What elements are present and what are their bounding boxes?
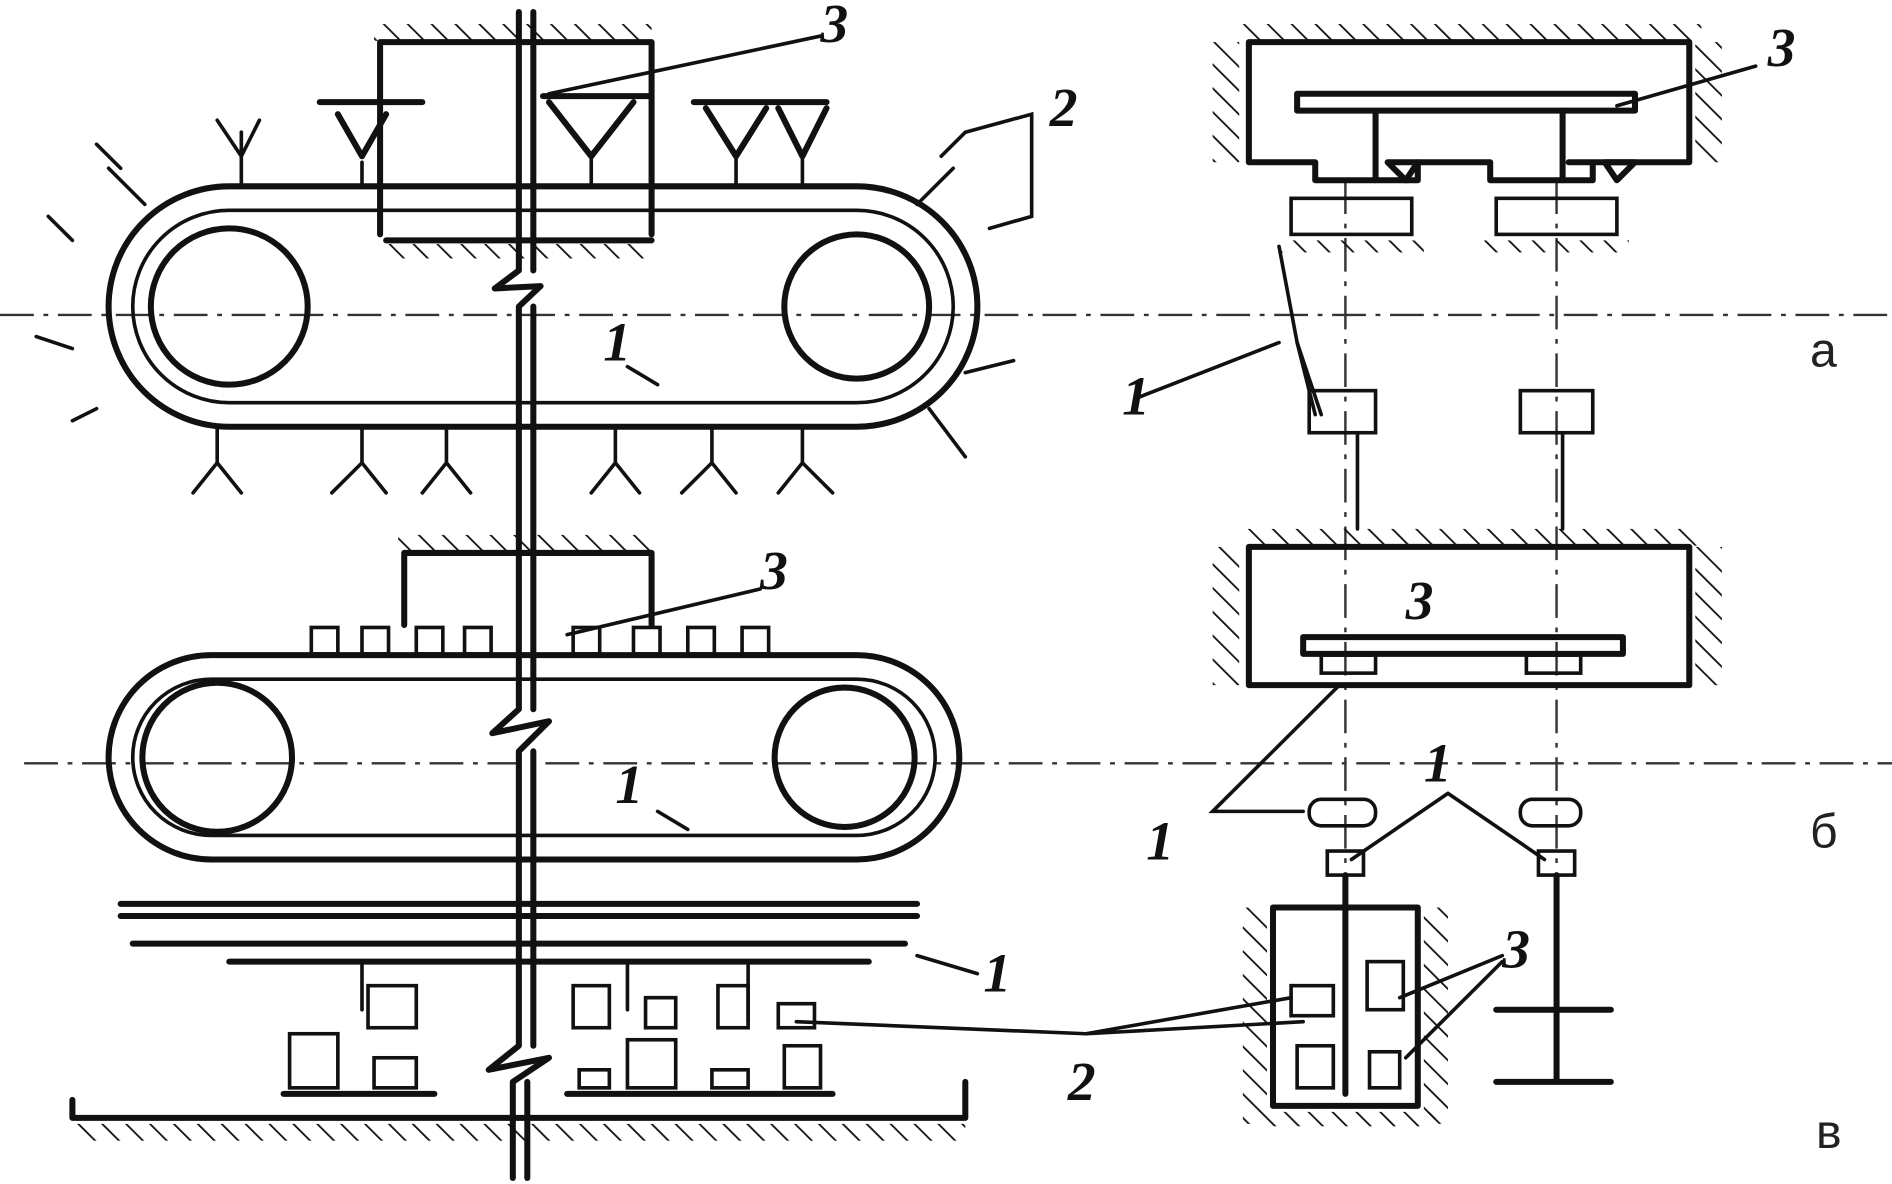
callout-3: 3 [759, 540, 788, 601]
callout-labels: 3 2 1 3 1 1 3 1 3 1 1 3 2 [603, 0, 1795, 1112]
break-line [485, 9, 553, 1181]
callout-1: 1 [1146, 811, 1174, 872]
section-label-b: б [1810, 805, 1838, 859]
section-c-view [1242, 849, 1614, 1127]
conveyor-a [34, 24, 1034, 495]
leader-lines [547, 34, 1758, 1060]
callout-3: 3 [1767, 17, 1796, 78]
callout-2: 2 [1049, 77, 1078, 138]
callout-1: 1 [615, 754, 643, 815]
conveyor-c [69, 900, 969, 1141]
section-label-c: в [1816, 1105, 1842, 1159]
section-a-view [1212, 24, 1722, 531]
section-b-view [1208, 528, 1722, 862]
load-blocks [309, 625, 771, 656]
callout-1: 1 [1424, 732, 1452, 793]
callout-3: 3 [820, 0, 849, 54]
callout-3: 3 [1501, 919, 1530, 980]
callout-1: 1 [603, 312, 631, 373]
section-labels: а б в [1810, 324, 1842, 1159]
callout-1: 1 [983, 943, 1011, 1004]
section-label-a: а [1810, 324, 1837, 378]
conveyor-b [105, 534, 963, 863]
callout-2: 2 [1067, 1051, 1096, 1112]
callout-1: 1 [1122, 366, 1150, 427]
callout-3: 3 [1405, 570, 1434, 631]
